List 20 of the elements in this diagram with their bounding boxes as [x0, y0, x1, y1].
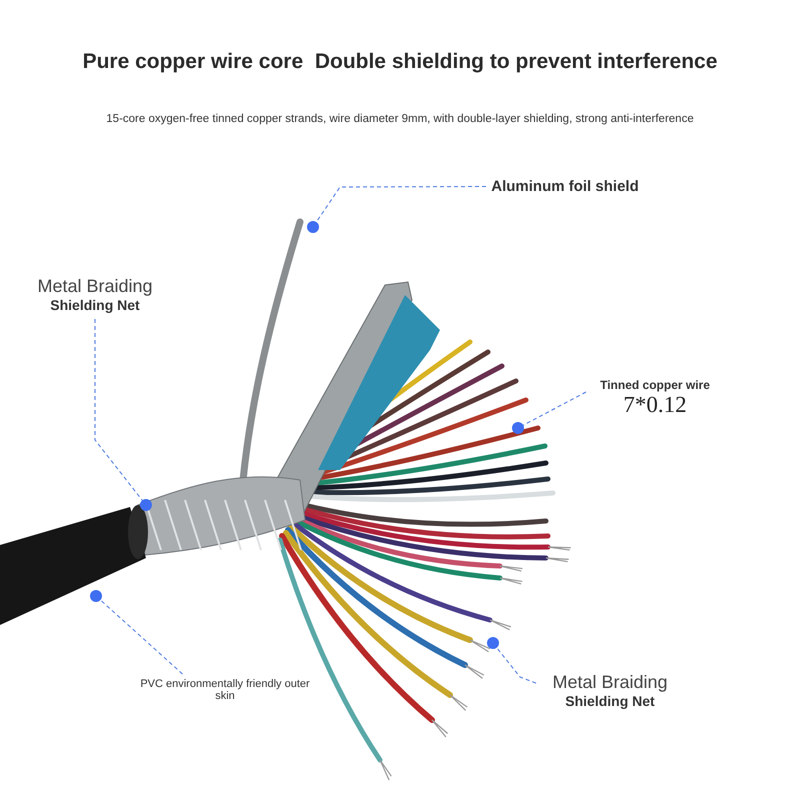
- leader-line: [496, 647, 536, 684]
- leader-line: [100, 600, 183, 674]
- callout-label: Shielding Net: [49, 297, 141, 313]
- marker-dot: [487, 637, 499, 649]
- callout-label: Aluminum foil shield: [490, 178, 640, 195]
- callout-label: Shielding Net: [564, 693, 656, 709]
- subheading: 15-core oxygen-free tinned copper strands, wire diameter 9mm, with double-layer shielding, strong anti-interference: [105, 113, 695, 125]
- callout-label: Metal Braiding: [551, 672, 669, 693]
- leader-line: [94, 318, 143, 501]
- leader-line: [522, 392, 586, 426]
- marker-dot: [90, 590, 102, 602]
- heading: Pure copper wire core Double shielding to prevent interference: [82, 50, 718, 74]
- callout-label: Tinned copper wire: [599, 378, 711, 392]
- marker-dot: [307, 221, 319, 233]
- callout-label: 7*0.12: [622, 392, 688, 418]
- leader-line: [316, 186, 486, 223]
- marker-dot: [140, 499, 152, 511]
- callout-label: Metal Braiding: [36, 276, 154, 297]
- marker-dot: [512, 422, 524, 434]
- callout-label: PVC environmentally friendly outer skin: [140, 678, 310, 702]
